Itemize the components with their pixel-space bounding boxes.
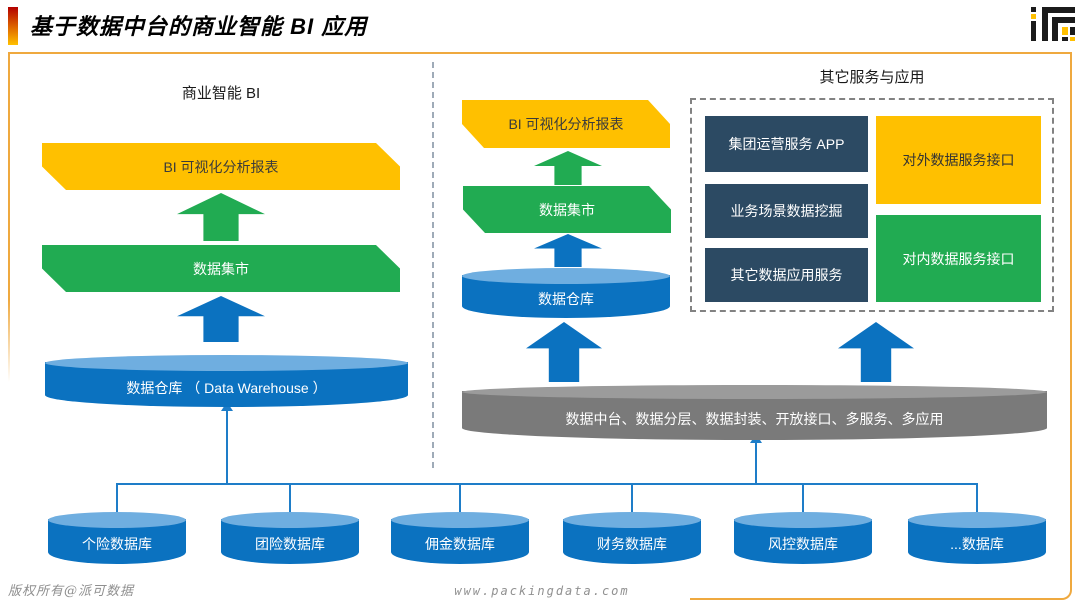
db-cylinder-personal: 个险数据库 — [48, 512, 186, 564]
platform-up-arrow-blue-icon — [534, 234, 602, 267]
copyright-text: 版权所有@派可数据 — [8, 584, 135, 599]
platform-warehouse-label: 数据仓库 — [538, 291, 594, 307]
disk-body — [462, 391, 1047, 440]
cylinder-top-icon — [734, 512, 872, 528]
service-label: 集团运营服务 APP — [728, 136, 845, 152]
cylinder-top-icon — [221, 512, 359, 528]
db-drop-line — [459, 483, 461, 513]
db-label: 团险数据库 — [255, 536, 325, 552]
cylinder-top-icon — [45, 355, 408, 371]
db-cylinder-risk: 风控数据库 — [734, 512, 872, 564]
cylinder-top-icon — [48, 512, 186, 528]
platform-warehouse-cylinder: 数据仓库 — [462, 268, 670, 318]
bi-report-banner-label: BI 可视化分析报表 — [163, 158, 279, 175]
platform-report-banner: BI 可视化分析报表 — [462, 100, 670, 148]
frame-left-line — [8, 52, 10, 382]
platform-report-banner-label: BI 可视化分析报表 — [508, 116, 624, 132]
db-label: ...数据库 — [950, 536, 1004, 552]
cylinder-top-icon — [563, 512, 701, 528]
service-label: 其它数据应用服务 — [730, 267, 843, 283]
db-label: 佣金数据库 — [425, 536, 495, 552]
disk-to-warehouse-arrow-icon — [526, 322, 602, 382]
title-accent-bar — [8, 7, 18, 45]
bi-mart-banner: 数据集市 — [42, 245, 400, 292]
db-drop-line — [631, 483, 633, 513]
external-interface-box: 对外数据服务接口 — [876, 116, 1041, 204]
data-platform-disk: 数据中台、数据分层、数据封装、开放接口、多服务、多应用 — [462, 385, 1047, 440]
internal-interface-box: 对内数据服务接口 — [876, 215, 1041, 302]
data-platform-label: 数据中台、数据分层、数据封装、开放接口、多服务、多应用 — [565, 411, 944, 427]
frame-top-line — [8, 52, 1072, 54]
cylinder-top-icon — [391, 512, 529, 528]
disk-top-icon — [462, 385, 1047, 399]
bi-up-arrow-green-icon — [177, 193, 265, 241]
service-label: 业务场景数据挖掘 — [730, 203, 843, 219]
db-drop-line — [116, 483, 118, 513]
bi-up-arrow-blue-icon — [177, 296, 265, 342]
platform-riser-line — [755, 442, 757, 484]
db-cylinder-commission: 佣金数据库 — [391, 512, 529, 564]
db-cylinder-other: ...数据库 — [908, 512, 1046, 564]
service-box-other-apps: 其它数据应用服务 — [705, 248, 868, 302]
db-label: 风控数据库 — [768, 536, 838, 552]
internal-interface-label: 对内数据服务接口 — [902, 250, 1015, 267]
bi-warehouse-label: 数据仓库 （ Data Warehouse ） — [126, 380, 327, 396]
service-box-data-mining: 业务场景数据挖掘 — [705, 184, 868, 238]
platform-mart-banner: 数据集市 — [463, 186, 671, 233]
db-cylinder-group: 团险数据库 — [221, 512, 359, 564]
db-label: 个险数据库 — [82, 536, 152, 552]
platform-up-arrow-green-icon — [534, 151, 602, 185]
section-divider-dashed — [432, 62, 434, 468]
db-cylinder-finance: 财务数据库 — [563, 512, 701, 564]
cylinder-top-icon — [908, 512, 1046, 528]
db-drop-line — [802, 483, 804, 513]
cylinder-top-icon — [462, 268, 670, 284]
db-label: 财务数据库 — [597, 536, 667, 552]
db-drop-line — [976, 483, 978, 513]
db-drop-line — [289, 483, 291, 513]
service-box-group-app: 集团运营服务 APP — [705, 116, 868, 172]
bi-warehouse-cylinder: 数据仓库 （ Data Warehouse ） — [45, 355, 408, 407]
external-interface-label: 对外数据服务接口 — [902, 152, 1015, 168]
bi-report-banner: BI 可视化分析报表 — [42, 143, 400, 190]
bi-mart-banner-label: 数据集市 — [193, 260, 249, 277]
database-bus-line — [117, 483, 977, 485]
services-dashed-box — [690, 98, 1054, 312]
bi-section-title: 商业智能 BI — [181, 85, 261, 102]
platform-mart-banner-label: 数据集市 — [539, 201, 595, 218]
warehouse-riser-line — [226, 410, 228, 484]
frame-right-bottom-line — [690, 52, 1072, 600]
paike-data-logo-icon — [1028, 5, 1078, 43]
page-title: 基于数据中台的商业智能 BI 应用 — [30, 14, 368, 39]
services-section-title: 其它服务与应用 — [819, 69, 925, 86]
website-text: www.packingdata.com — [454, 584, 630, 598]
